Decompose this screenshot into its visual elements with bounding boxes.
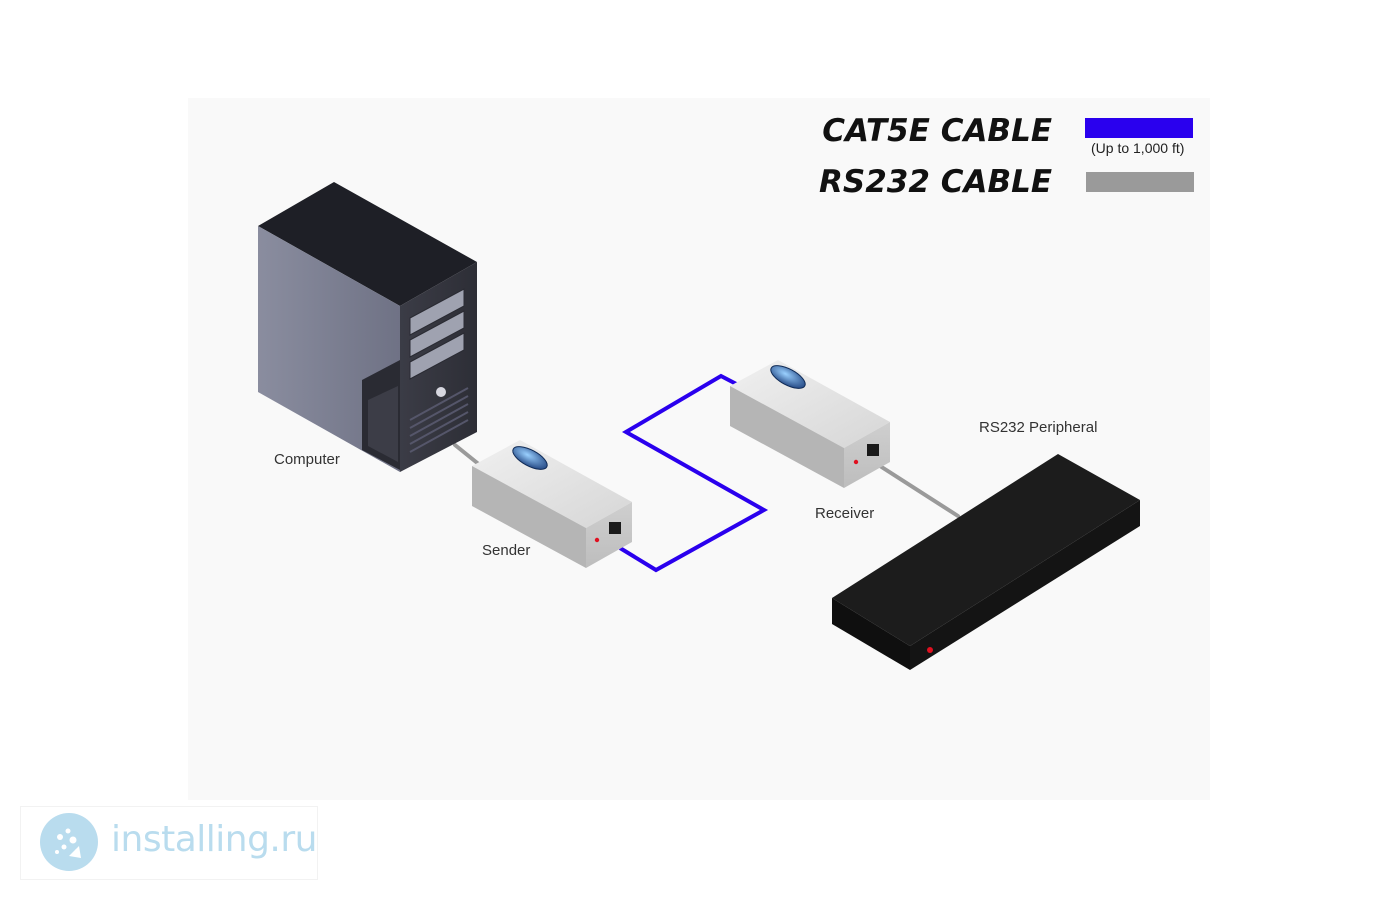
watermark-text: installing.ru — [111, 819, 317, 860]
sender-extender-icon — [472, 440, 632, 568]
cat5e-cable — [618, 373, 769, 573]
watermark: installing.ru — [20, 806, 318, 880]
legend-rs232-title: RS232 CABLE — [819, 164, 1052, 200]
legend-rs232-swatch — [1086, 172, 1194, 192]
rs232-peripheral-icon — [832, 454, 1140, 670]
installing-logo-icon — [40, 813, 98, 871]
receiver-label: Receiver — [815, 505, 875, 522]
computer-tower-icon — [258, 182, 477, 472]
legend-cat5e-swatch — [1085, 118, 1193, 138]
peripheral-label: RS232 Peripheral — [979, 419, 1098, 436]
sender-label: Sender — [482, 542, 531, 559]
legend-cat5e-title: CAT5E CABLE — [822, 113, 1052, 149]
receiver-extender-icon — [730, 360, 890, 488]
computer-label: Computer — [274, 451, 340, 468]
rs232-cable-receiver-peripheral — [878, 464, 960, 518]
legend-cat5e-note: (Up to 1,000 ft) — [1091, 140, 1185, 156]
